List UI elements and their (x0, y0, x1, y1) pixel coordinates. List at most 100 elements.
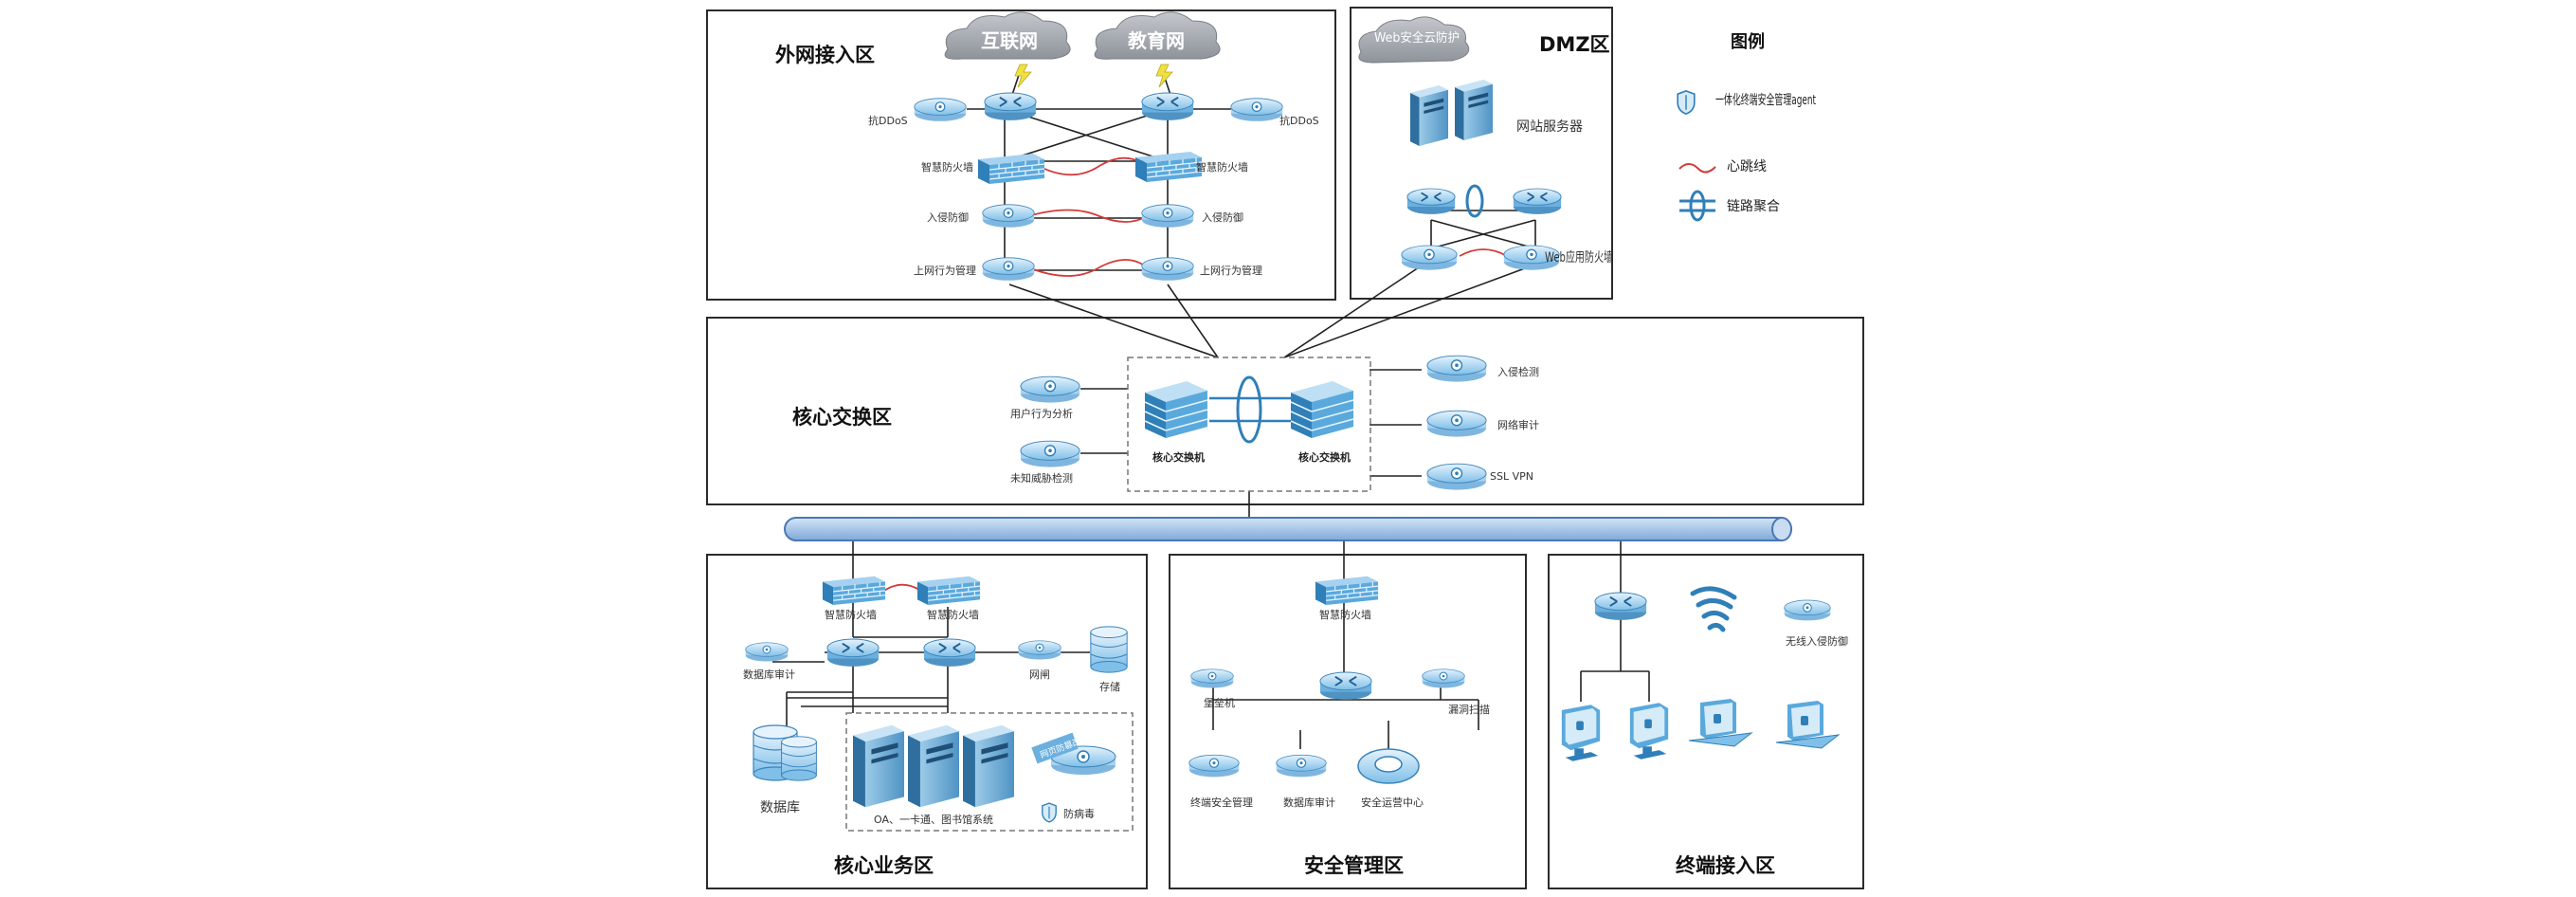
firewall-left-label: 智慧防火墙 (921, 160, 973, 174)
db-audit-label: 数据库审计 (743, 668, 795, 681)
threat-probe-label: 未知威胁检测 (1010, 471, 1073, 485)
antiddos-left-label: 抗DDoS (868, 114, 908, 127)
legend-agent-text: 一体化终端安全管理agent (1715, 92, 1816, 108)
threat-probe-icon (1020, 440, 1080, 468)
bastion-label: 堡垒机 (1204, 696, 1235, 709)
audit-label: 网络审计 (1497, 418, 1539, 431)
zone-external-box (706, 9, 1336, 301)
security-firewall-icon (1315, 576, 1379, 605)
antiddos-left-icon (914, 98, 967, 122)
backbone-bus (784, 517, 1792, 541)
antiddos-right-icon (1230, 98, 1283, 122)
cloud-web-protect-label: Web安全云防护 (1374, 30, 1460, 46)
legend-heartbeat-label: 心跳线 (1727, 159, 1767, 174)
antivirus-label: 防病毒 (1063, 807, 1095, 820)
vpn-icon (1426, 463, 1487, 491)
wireless-ips-icon (1784, 599, 1831, 622)
behavior-left-label: 上网行为管理 (914, 264, 976, 277)
terminal-devices (1561, 586, 1840, 761)
zone-business-title: 核心业务区 (834, 854, 934, 877)
core-cluster-box (1127, 357, 1371, 492)
database-label: 数据库 (760, 800, 800, 815)
firewall-left-icon (977, 153, 1045, 184)
web-server-icon (1455, 80, 1493, 140)
bastion-icon (1190, 668, 1234, 689)
dmz-devices (1401, 80, 1562, 271)
dmz-switch-left-icon (1406, 188, 1456, 215)
heartbeat-icon (1678, 163, 1716, 174)
heartbeat-lines (880, 156, 1508, 594)
dmz-waf-text: Web应用防火墙 (1545, 249, 1613, 265)
dmz-servers-label: 网站服务器 (1516, 119, 1583, 135)
external-devices (914, 92, 1283, 282)
cloud-education-label: 教育网 (1128, 29, 1185, 52)
zone-external-title: 外网接入区 (775, 44, 875, 66)
business-switch-right-icon (923, 638, 976, 668)
ips-left-label: 入侵防御 (927, 211, 969, 224)
terminal-mgmt-icon (1188, 754, 1240, 778)
antiddos-right-label: 抗DDoS (1279, 114, 1319, 127)
link-aggregation-icon (1236, 375, 1262, 444)
ips-left-icon (982, 204, 1035, 229)
core-switch-right-icon (1290, 380, 1354, 439)
waf-left-icon (1401, 245, 1458, 271)
zone-terminal-title: 终端接入区 (1676, 854, 1775, 877)
zone-core-title: 核心交换区 (792, 406, 892, 429)
security-devices (1188, 576, 1465, 784)
soc-label: 安全运营中心 (1361, 796, 1424, 809)
router-left-icon (984, 92, 1037, 121)
ids-label: 入侵检测 (1497, 365, 1539, 378)
agent-icon (1677, 90, 1696, 115)
business-firewall-right-icon (916, 576, 981, 605)
bolt-icon (1014, 64, 1032, 88)
legend-agent-label: 一体化终端安全管理agent (1715, 92, 1816, 108)
behavior-left-icon (982, 257, 1035, 282)
db-audit-icon (745, 642, 789, 663)
zone-business-box (706, 554, 1148, 889)
cloud-internet: 互联网 (944, 11, 1071, 60)
bolt-icon (1155, 64, 1173, 88)
core-switch-right-label: 核心交换机 (1298, 450, 1351, 464)
business-servers (853, 724, 1116, 823)
cloud-web-protect: Web安全云防护 (1358, 16, 1470, 64)
audit-icon (1426, 410, 1487, 438)
business-firewall-right-label: 智慧防火墙 (927, 608, 979, 621)
business-switch-left-icon (826, 638, 880, 668)
legend-aggregation-label: 链路聚合 (1727, 199, 1780, 214)
desktop-icon (1629, 703, 1669, 760)
cloud-internet-label: 互联网 (981, 29, 1038, 52)
link-aggregation-icon (1679, 190, 1715, 222)
storage-icon (1090, 626, 1128, 673)
wireless-ips-label: 无线入侵防御 (1786, 634, 1848, 648)
log-audit-label: 数据库审计 (1283, 796, 1335, 809)
security-switch-icon (1319, 671, 1372, 701)
ids-icon (1426, 355, 1487, 383)
web-server-icon (1410, 85, 1448, 146)
storage-label: 存储 (1099, 680, 1120, 693)
business-firewall-left-label: 智慧防火墙 (825, 608, 877, 621)
legend: 图例 一体化终端安全管理agent 心跳线 链路聚合 (1677, 31, 1816, 222)
behavior-right-label: 上网行为管理 (1200, 264, 1262, 277)
zone-security-title: 安全管理区 (1304, 854, 1404, 877)
cloud-education: 教育网 (1094, 11, 1221, 60)
link-aggregation-icon (1465, 184, 1484, 218)
zone-security-box (1169, 554, 1527, 889)
app-server-icon (963, 724, 1014, 808)
laptop-icon (1775, 700, 1840, 749)
log-audit-icon (1276, 754, 1327, 778)
terminal-switch-icon (1594, 592, 1647, 621)
vpn-label: SSL VPN (1490, 470, 1533, 483)
wifi-icon (1690, 586, 1737, 632)
router-right-icon (1141, 92, 1194, 121)
desktop-icon (1561, 705, 1601, 761)
web-guard-tag (1031, 732, 1079, 764)
business-server-cluster-box (845, 712, 1134, 832)
antivirus-icon (1042, 802, 1057, 823)
dmz-waf-label: Web应用防火墙 (1545, 249, 1613, 265)
laptop-icon (1688, 698, 1752, 747)
ips-right-label: 入侵防御 (1202, 211, 1243, 224)
core-switch-left-label: 核心交换机 (1152, 450, 1205, 464)
firewall-right-label: 智慧防火墙 (1196, 160, 1248, 174)
user-analysis-icon (1020, 375, 1080, 404)
legend-title: 图例 (1731, 31, 1765, 52)
